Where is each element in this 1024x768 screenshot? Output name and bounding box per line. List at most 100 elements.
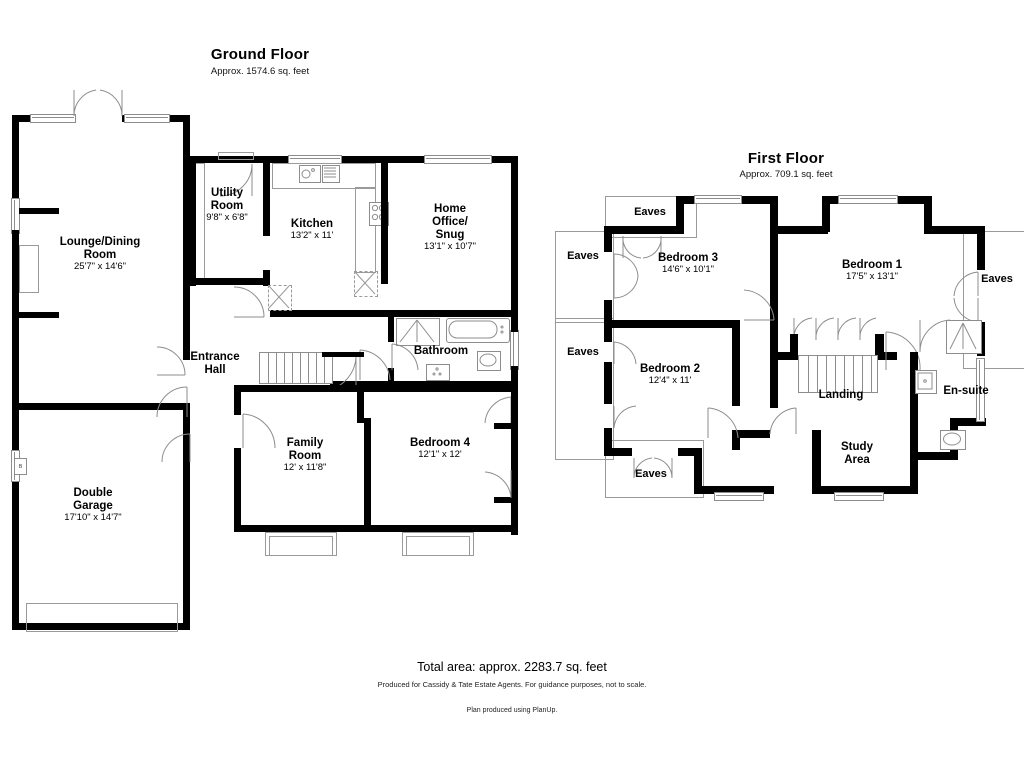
room-label-bedroom-3: Bedroom 3 14'6" x 10'1" — [636, 252, 740, 276]
room-label-bedroom-1: Bedroom 1 17'5" x 13'1" — [820, 259, 924, 283]
kitchen-counter-top — [272, 163, 376, 189]
room-name: Bedroom 3 — [657, 252, 719, 264]
wall-bed1-left-step — [822, 196, 830, 232]
eaves-outline-right — [963, 231, 1024, 369]
wall-bed2-bottom-outer — [694, 486, 774, 494]
eaves-label-top: Eaves — [634, 206, 666, 218]
room-name: Bedroom 1 — [841, 259, 903, 271]
door-landing-to-bed1 — [884, 330, 922, 372]
eaves-label-left-lower: Eaves — [567, 346, 599, 358]
wall-hall-left-lower — [183, 418, 190, 432]
ground-floor-title: Ground Floor — [210, 46, 310, 63]
room-label-home-office: Home Office/ Snug 13'1" x 10'7" — [407, 203, 493, 252]
window-bed3 — [694, 195, 742, 204]
wall-bed4-bottom — [372, 525, 518, 532]
door-bed2 — [706, 406, 740, 440]
window-lounge-top-left — [30, 114, 76, 123]
room-name-2: Garage — [73, 499, 113, 512]
door-eaves-bottom-double — [632, 456, 674, 480]
room-label-bedroom-2: Bedroom 2 12'4" x 11' — [620, 363, 720, 387]
wall-lounge-left-mid — [12, 230, 19, 410]
door-ensuite — [918, 318, 952, 354]
door-utility-bottom — [232, 285, 266, 319]
room-label-lounge-dining: Lounge/Dining Room 25'7" x 14'6" — [40, 236, 160, 272]
eaves-outline-top — [605, 196, 697, 238]
wall-kitchen-bottom — [270, 310, 388, 317]
door-bathroom — [390, 342, 420, 372]
room-dim: 14'6" x 10'1" — [661, 263, 715, 275]
lounge-fireplace-outline — [19, 245, 39, 293]
wall-bed2-bottom-left — [604, 448, 632, 456]
wall-garage-bottom — [12, 623, 190, 630]
door-lounge-bay — [72, 88, 124, 118]
wall-lounge-left-upper — [12, 115, 19, 203]
room-name: Kitchen — [290, 218, 334, 230]
wall-study-bottom — [812, 486, 918, 494]
eaves-label-left-upper: Eaves — [567, 250, 599, 262]
wall-bed2-left-lower — [604, 428, 612, 456]
family-bay-window-inner — [269, 536, 333, 556]
room-name: Bedroom 2 — [639, 363, 701, 375]
window-office — [424, 155, 492, 164]
room-name: En-suite — [943, 385, 989, 397]
wall-landing-cupboard-right — [875, 334, 884, 358]
room-name-2: Area — [844, 453, 870, 466]
room-dim: 9'8" x 6'8" — [206, 211, 248, 223]
window-bed2-bottom — [714, 492, 764, 501]
room-name: Home — [434, 203, 466, 215]
wall-study-right-step — [910, 452, 918, 494]
wall-landing-stub — [778, 352, 798, 360]
wall-bed4-right — [511, 385, 518, 535]
wall-bed2-right — [732, 320, 740, 406]
room-label-landing: Landing — [802, 389, 880, 402]
wall-bed1-right-step — [924, 226, 984, 234]
first-floor-title: First Floor — [747, 150, 825, 167]
door-eaves-left-lower-a — [612, 340, 638, 366]
wall-study-ensuite-step — [910, 452, 958, 460]
staircase-first — [798, 355, 878, 393]
door-study-area — [768, 406, 798, 436]
wall-lounge-right — [183, 115, 190, 265]
wall-utility-bottom — [190, 278, 270, 285]
window-lounge-top-right — [124, 114, 170, 123]
room-label-kitchen: Kitchen 13'2" x 11' — [272, 218, 352, 242]
wall-stair-top — [322, 352, 364, 357]
wall-spine-vertical — [770, 196, 778, 408]
wall-bed4-top — [364, 385, 518, 392]
wall-bed3-left-mid — [604, 300, 612, 326]
wall-bed3-top-left — [676, 196, 684, 229]
wall-bed4-right-mid — [494, 423, 518, 429]
wall-ensuite-bottom-right — [950, 418, 986, 426]
wall-lounge-stub-2 — [19, 312, 59, 318]
wall-family-left — [234, 385, 241, 415]
wall-study-left — [812, 430, 821, 492]
kitchen-counter-right — [355, 187, 376, 273]
wall-lounge-right-lower — [183, 262, 190, 348]
wall-hall-left — [183, 348, 190, 360]
wall-kitchen-right — [381, 156, 388, 284]
door-eaves-left-lower-b — [612, 404, 638, 430]
room-label-family-room: Family Room 12' x 11'8" — [264, 437, 346, 473]
window-lounge-left-1 — [11, 198, 20, 234]
wall-family-bottom — [234, 525, 372, 532]
wall-bed1-top-right — [924, 196, 932, 232]
credit-text: Plan produced using PlanUp. — [466, 707, 558, 714]
room-name: Double — [73, 487, 113, 499]
room-name: Lounge/Dining — [59, 236, 141, 248]
room-label-double-garage: Double Garage 17'10" x 14'7" — [50, 487, 136, 523]
wall-bed2-left — [604, 362, 612, 404]
room-name: Bedroom 4 — [409, 437, 471, 449]
kitchen-appliance-dashed — [354, 271, 378, 297]
wall-office-right — [511, 156, 518, 316]
bathroom-shower — [396, 318, 440, 346]
door-eaves-left-upper — [612, 252, 640, 300]
wall-bathroom-right — [511, 316, 518, 332]
ensuite-basin — [915, 370, 937, 394]
wall-family-right-lower — [364, 418, 371, 532]
room-name-2: Room — [83, 248, 117, 261]
room-label-ensuite: En-suite — [928, 385, 1004, 398]
window-bed1 — [838, 195, 898, 204]
wall-bed4-right-stub — [494, 497, 518, 503]
eaves-outline-bottom — [605, 440, 704, 498]
door-utility-top — [218, 162, 254, 198]
